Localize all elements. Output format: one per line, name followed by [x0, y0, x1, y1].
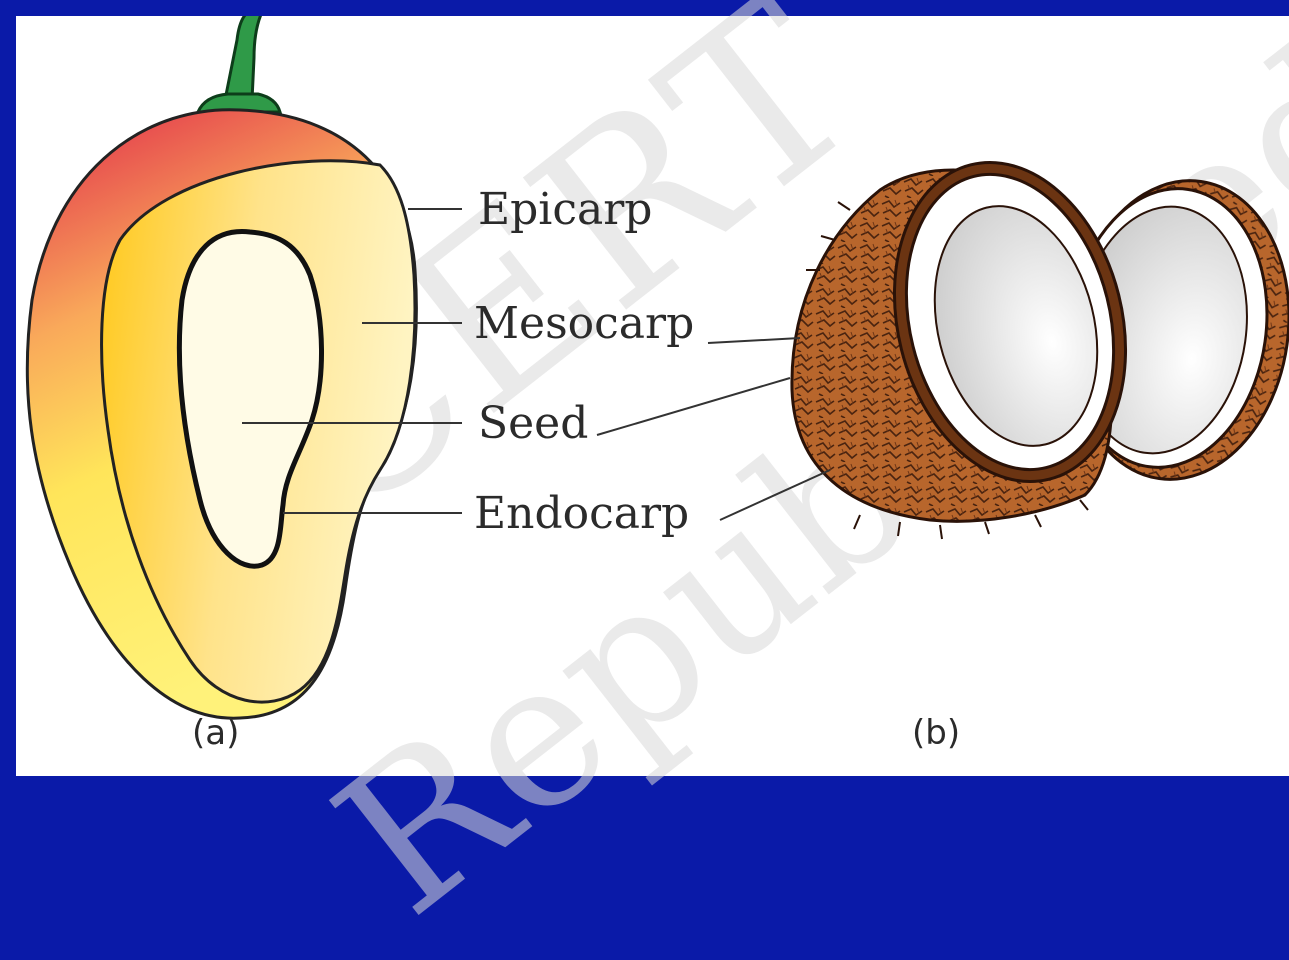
label-seed: Seed [478, 402, 588, 446]
diagram-frame: NCERT Republished [0, 0, 1289, 776]
coconut-diagram [597, 138, 1289, 539]
fruit-illustrations [16, 16, 1289, 776]
caption-b: (b) [912, 716, 960, 750]
diagram-panel: NCERT Republished [16, 16, 1289, 776]
label-endocarp: Endocarp [474, 492, 689, 536]
mango-diagram [27, 16, 462, 718]
label-epicarp: Epicarp [478, 188, 652, 232]
label-mesocarp: Mesocarp [474, 302, 694, 346]
caption-a: (a) [192, 716, 239, 750]
